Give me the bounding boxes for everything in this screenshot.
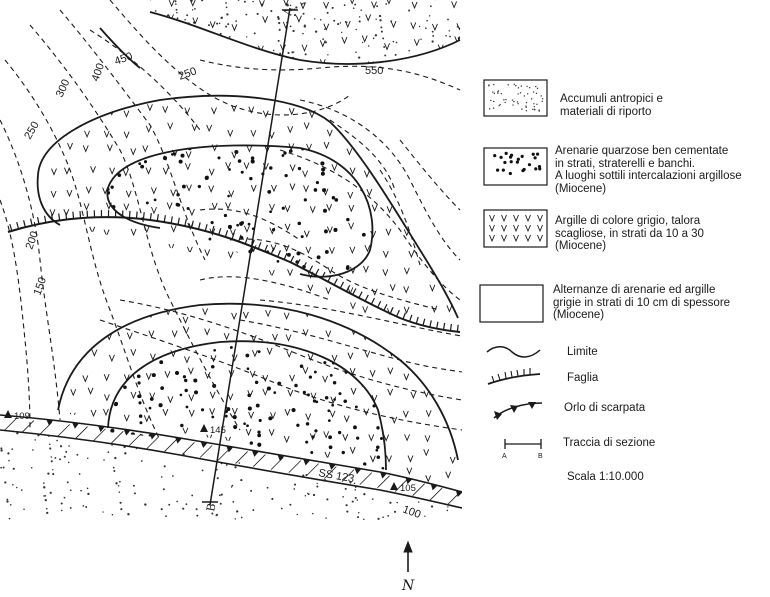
spot-height: 145 [210,425,226,436]
legend-traccia-a: A [502,453,507,460]
legend-label-alternanze: Alternanze di arenarie ed argille grigie… [553,284,731,321]
legend-symbol-faglia [487,368,541,385]
contour-label: 300 [54,78,73,100]
contour-label: 250 [177,65,198,83]
legend-swatch-alternanze [479,284,544,323]
spot-height: 105 [400,483,416,494]
legend-label-accumuli: Accumuli antropici e materiali di riport… [560,93,663,118]
contour-label: 450 [113,50,134,68]
legend-label-argille: Argille di colore grigio, talora scaglio… [555,215,704,252]
contour-label: 550 [365,65,383,77]
legend-label-limite: Limite [567,346,598,358]
north-arrow [403,540,413,572]
legend-symbol-limite [486,346,541,358]
legend-traccia-b: B [538,453,543,460]
section-trace [202,7,298,506]
lithology-limits [36,11,461,471]
legend-swatch-arenarie [483,147,548,186]
contour-label: 200 [24,230,42,251]
legend-symbol-orlo [493,402,543,420]
section-letter-bottom: B [204,502,218,512]
contour-label: 150 [32,276,50,297]
legend-label-faglia: Faglia [567,372,599,384]
legend-scale: Scala 1:10.000 [567,471,644,483]
contour-label: 100 [401,504,422,522]
section-letter-top: A [281,5,296,17]
legend-swatch-accumuli [483,79,548,117]
contour-label: 250 [22,120,42,142]
legend-symbol-traccia [504,439,542,449]
contour-label: 400 [90,62,108,83]
legend-label-arenarie: Arenarie quarzose ben cementate in strat… [555,145,742,195]
spot-height: 109 [14,411,30,422]
legend-label-traccia: Traccia di sezione [563,437,656,449]
legend-label-orlo: Orlo di scarpata [564,402,646,414]
legend-swatch-argille [483,209,548,248]
scarp-edge [0,414,462,509]
north-label: N [401,578,415,594]
